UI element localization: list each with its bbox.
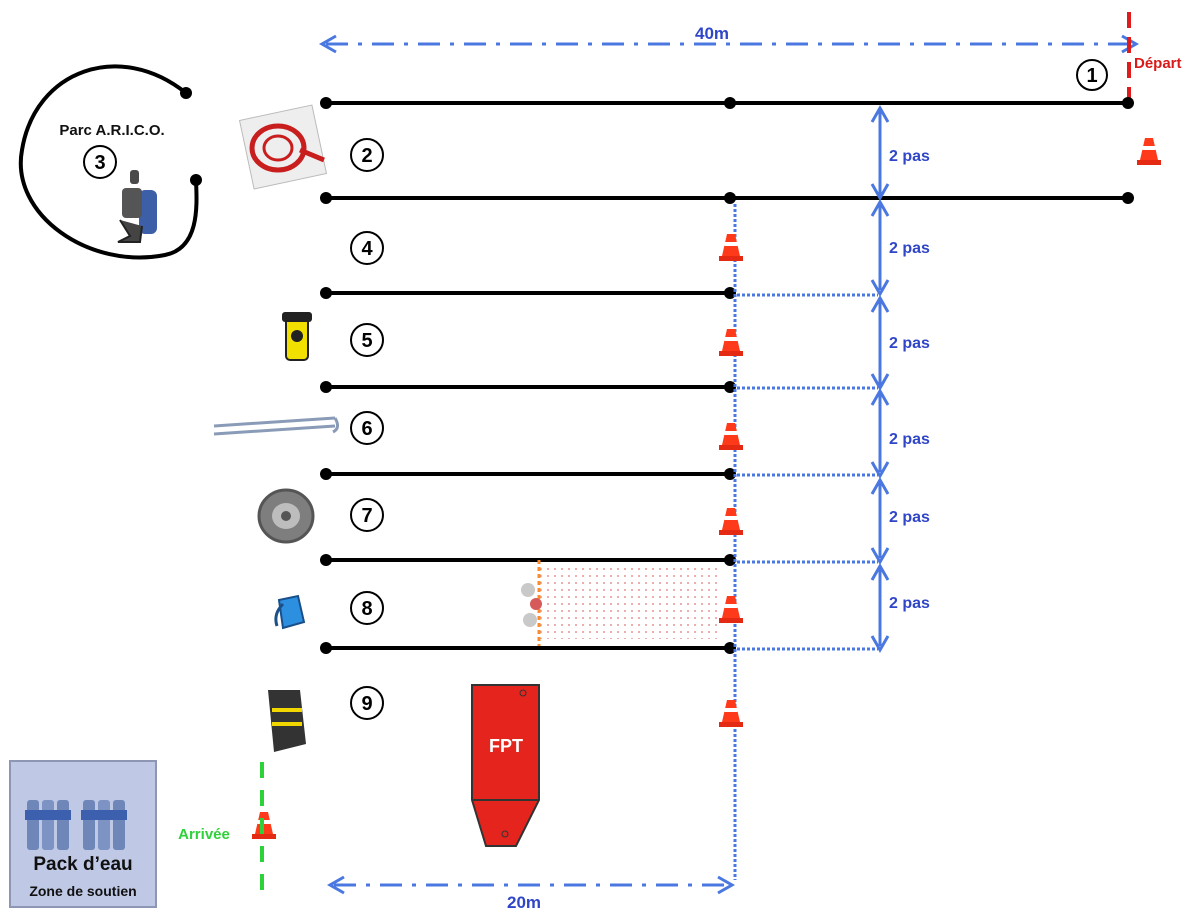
step-label-3: 2 pas [889,335,930,352]
cone [719,700,743,727]
step-label-2: 2 pas [889,240,930,257]
distance-20m-arrow [330,877,732,893]
lantern-icon [282,312,312,360]
fpt-label: FPT [489,736,523,756]
fpt-vehicle [472,685,539,846]
station-number-7: 7 [361,505,372,527]
station-number-1: 1 [1086,65,1097,87]
hose-ramp-icon [268,690,306,752]
water-pack-icon [25,794,71,852]
station-number-5: 5 [361,330,372,352]
station-number-4: 4 [361,238,373,260]
cone [719,423,743,450]
step-label-5: 2 pas [889,509,930,526]
step-label-1: 2 pas [889,148,930,165]
cone [1137,138,1161,165]
guide-dotted-lines [735,204,878,880]
smoke-zone [521,560,722,646]
lane-lines [320,97,1134,654]
distance-40m-label: 40m [695,24,729,43]
water-pack-icon [81,794,127,852]
finish-label: Arrivée [178,826,230,843]
distance-20m-label: 20m [507,893,541,912]
station-number-8: 8 [361,598,372,620]
bag-icon [276,596,304,628]
station-number-3: 3 [94,152,105,174]
hose-reel-icon [240,105,327,189]
station-number-6: 6 [361,418,372,440]
support-zone-pack-label: Pack d’eau [11,854,155,876]
cone [719,596,743,623]
breathing-apparatus-icon [118,170,157,242]
station-number-9: 9 [361,693,372,715]
rolled-hose-icon [259,490,313,542]
step-label-4: 2 pas [889,431,930,448]
start-label: Départ [1134,55,1182,72]
step-label-6: 2 pas [889,595,930,612]
support-zone-label: Zone de soutien [11,883,155,899]
step-arrows [872,108,888,650]
cone [719,508,743,535]
ladder-icon [214,418,338,434]
cone [719,234,743,261]
station-number-2: 2 [361,145,372,167]
park-title: Parc A.R.I.C.O. [59,122,164,139]
support-zone: Pack d’eau Zone de soutien [9,760,157,908]
cone [719,329,743,356]
